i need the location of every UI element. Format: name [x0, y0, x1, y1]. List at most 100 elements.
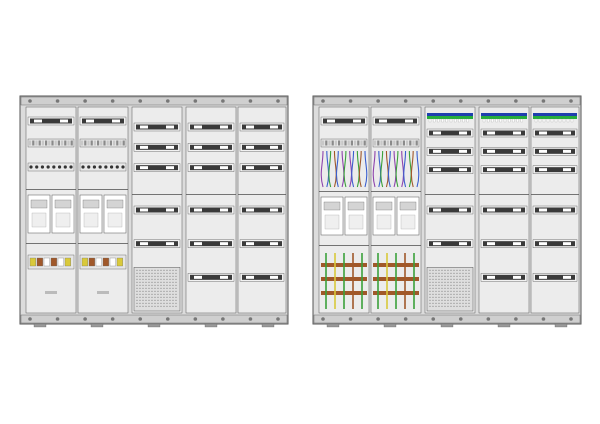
- open-terminal-strip-clamp: [402, 140, 405, 146]
- front-perforated-cover-hole: [163, 293, 165, 295]
- front-rail-band: [190, 144, 232, 150]
- front-rail-cap: [270, 275, 278, 279]
- front-terminal-strip-clamp: [100, 140, 103, 146]
- front-divider: [78, 189, 128, 190]
- front-perforated-cover-hole: [139, 287, 141, 289]
- open-perforated-cover-hole: [462, 287, 464, 289]
- open-perforated-cover-hole: [441, 275, 443, 277]
- open-terminal-strip-clamp: [328, 140, 331, 146]
- front-perforated-cover-hole: [157, 296, 159, 298]
- front-perforated-cover-hole: [169, 275, 171, 277]
- open-perforated-cover-hole: [465, 305, 467, 307]
- open-perforated-cover-hole: [456, 278, 458, 280]
- front-perforated-cover-hole: [142, 296, 144, 298]
- open-perforated-cover-hole: [447, 284, 449, 286]
- front-terminal-strip-clamp: [87, 140, 90, 146]
- front-perforated-cover-hole: [160, 305, 162, 307]
- open-perforated-cover-hole: [456, 305, 458, 307]
- front-terminal-strip-clamp: [38, 140, 41, 146]
- front-perforated-cover-hole: [154, 296, 156, 298]
- open-top-strip: [313, 96, 581, 106]
- open-terminal-strip-clamp: [344, 140, 347, 146]
- open-bolt: [348, 317, 353, 321]
- open-bolt: [403, 317, 408, 321]
- front-meter-pair-label: [83, 212, 99, 228]
- front-perforated-cover-hole: [160, 287, 162, 289]
- front-rail-cap: [246, 145, 254, 149]
- front-perforated-cover-hole: [172, 290, 174, 292]
- front-rail-band: [242, 165, 282, 171]
- front-fuse-row: [27, 162, 75, 172]
- open-perforated-cover-hole: [438, 278, 440, 280]
- open-perforated-cover-hole: [459, 293, 461, 295]
- front-rail-cap: [60, 119, 68, 123]
- front-perforated-cover-hole: [139, 305, 141, 307]
- open-perforated-cover-hole: [447, 281, 449, 283]
- open-perforated-cover-hole: [432, 269, 434, 271]
- open-perforated-cover-hole: [447, 290, 449, 292]
- open-top-busbar-tap: [482, 118, 486, 123]
- open-perforated-cover-hole: [438, 281, 440, 283]
- front-perforated-cover-hole: [154, 290, 156, 292]
- front-terminal-strip-clamp: [116, 140, 119, 146]
- front-perforated-cover-hole: [172, 305, 174, 307]
- open-rail-cap: [563, 131, 571, 135]
- open-rail-cap: [563, 275, 571, 279]
- open-rail-cap: [433, 208, 441, 212]
- front-switch-row-breaker: [88, 257, 95, 267]
- front-bolt: [28, 317, 32, 321]
- front-bolt: [193, 317, 198, 321]
- front-perforated-cover-hole: [160, 290, 162, 292]
- open-rail-cap: [379, 119, 387, 123]
- open-perforated-cover-hole: [432, 281, 434, 283]
- front-perforated-cover-hole: [166, 275, 168, 277]
- open-meter-pair-display: [399, 201, 417, 211]
- open-perforated-cover-hole: [438, 296, 440, 298]
- front-column-3: [131, 106, 183, 314]
- front-view-cabinet: [19, 95, 289, 328]
- open-rail-band: [483, 274, 525, 280]
- front-rail-cap: [246, 166, 254, 170]
- front-bolt: [28, 99, 32, 103]
- open-top-busbar-tap: [538, 118, 542, 123]
- front-bolt: [248, 99, 253, 103]
- front-perforated-cover-hole: [169, 287, 171, 289]
- front-rail-band: [242, 274, 282, 280]
- open-bolt: [376, 317, 380, 321]
- open-bolt: [486, 317, 491, 321]
- front-bolt: [110, 99, 115, 103]
- open-terminal-strip-clamp: [383, 140, 386, 146]
- front-bolt: [165, 317, 170, 321]
- front-terminal-strip-clamp: [122, 140, 125, 146]
- open-wiring-wire: [395, 150, 399, 188]
- front-perforated-cover-hole: [154, 287, 156, 289]
- front-meter-pair-display: [30, 199, 48, 209]
- open-wiring-wire: [320, 150, 324, 188]
- open-perforated-cover-hole: [453, 287, 455, 289]
- front-perforated-cover-hole: [169, 278, 171, 280]
- open-terminal-strip: [320, 138, 368, 148]
- front-perforated-cover-hole: [175, 281, 177, 283]
- front-top-strip: [20, 96, 288, 106]
- open-top-busbar-tap: [437, 118, 440, 123]
- front-fuse-row-terminal: [92, 165, 97, 169]
- front-perforated-cover-hole: [172, 299, 174, 301]
- open-perforated-cover-hole: [453, 293, 455, 295]
- front-perforated-cover-hole: [151, 287, 153, 289]
- front-perforated-cover-hole: [151, 293, 153, 295]
- front-perforated-cover-hole: [151, 272, 153, 274]
- front-fuse-row-terminal: [81, 165, 85, 169]
- open-perforated-cover-hole: [468, 275, 470, 277]
- front-rail-cap: [166, 208, 174, 212]
- front-rail-cap: [86, 119, 94, 123]
- open-rail-cap: [327, 119, 335, 123]
- front-perforated-cover-hole: [145, 284, 147, 286]
- open-rail-band: [535, 148, 575, 154]
- front-switch-row-breaker: [81, 257, 88, 267]
- front-fuse-row-terminal: [121, 165, 125, 169]
- front-foot: [90, 323, 104, 328]
- front-rail-band: [190, 124, 232, 130]
- front-fuse-row-terminal: [57, 165, 62, 169]
- open-perforated-cover-hole: [453, 296, 455, 298]
